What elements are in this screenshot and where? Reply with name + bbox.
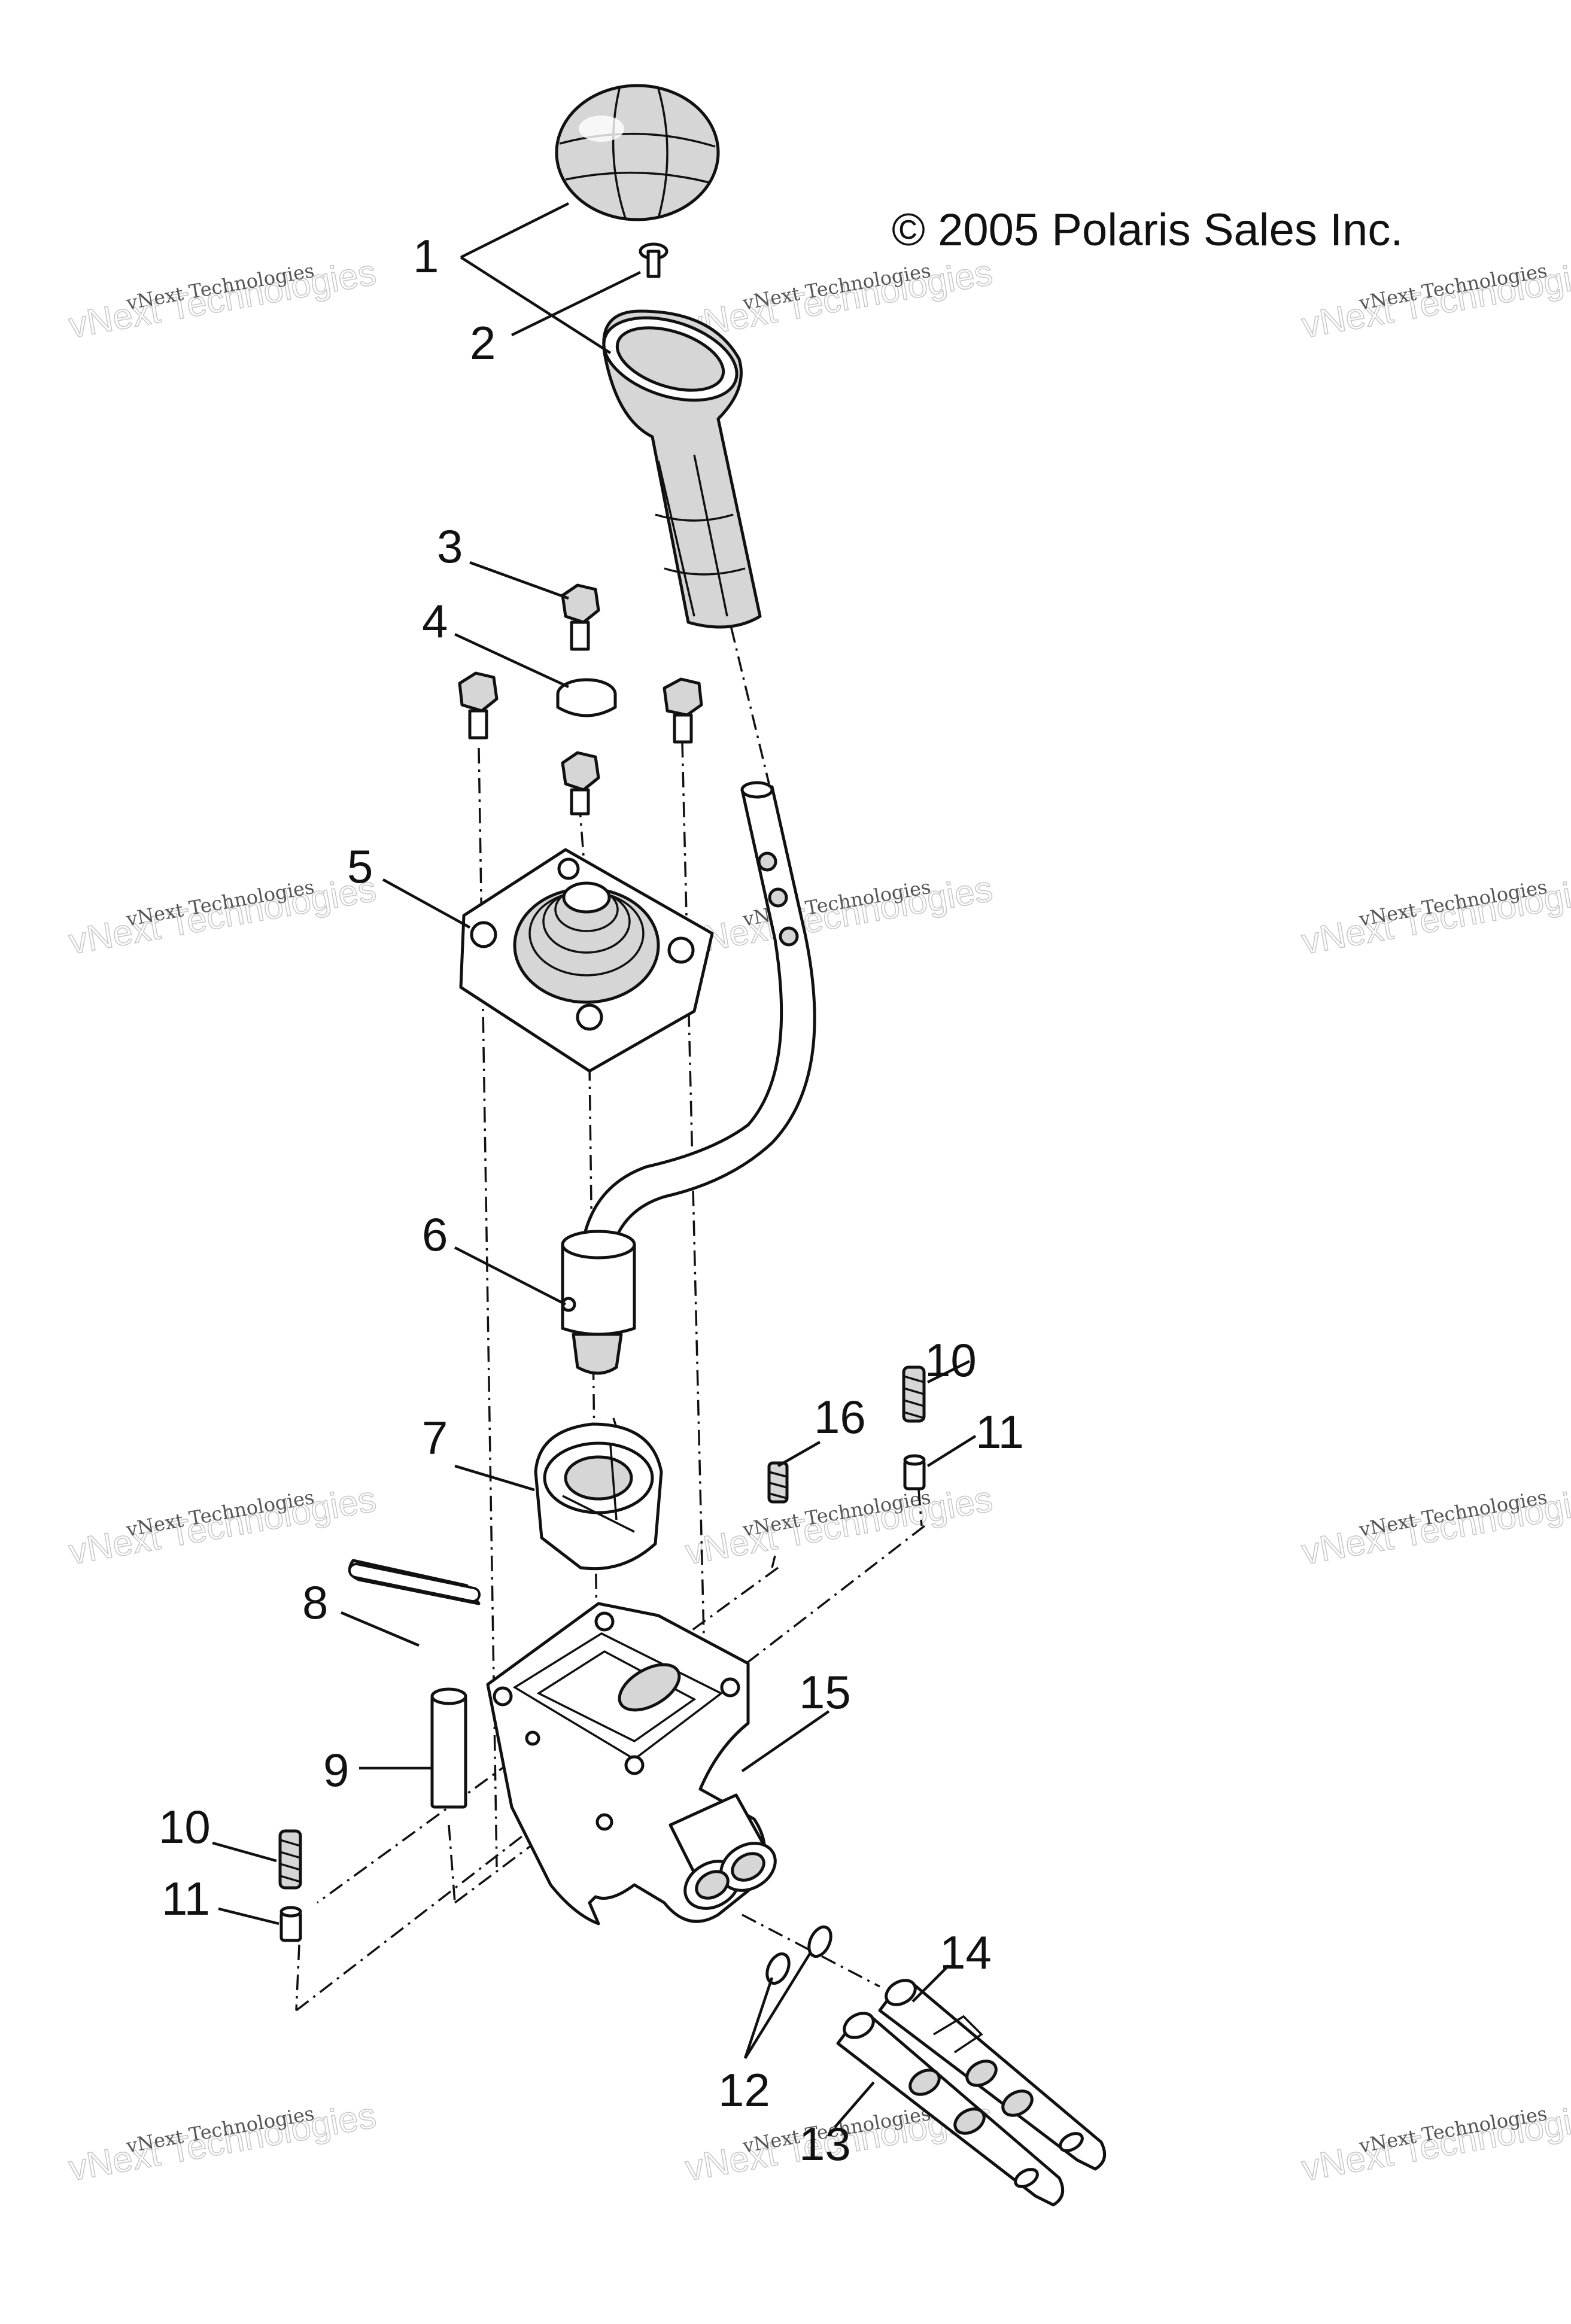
callout-label: 2 bbox=[470, 317, 496, 369]
shift-rail-13 bbox=[836, 2012, 1065, 2207]
callout-label: 15 bbox=[799, 1666, 851, 1718]
roll-pin bbox=[348, 1559, 481, 1605]
dowel-pin bbox=[430, 1687, 467, 1809]
callout-label: 11 bbox=[976, 1406, 1024, 1458]
callout-label: 10 bbox=[159, 1800, 211, 1853]
detent-plunger bbox=[279, 1906, 302, 1942]
watermark-outline-text: vNext Technologies bbox=[682, 252, 995, 345]
watermark-outline-text: vNext Technologies bbox=[682, 868, 995, 962]
flange-bolt bbox=[663, 677, 703, 744]
callout-label: 13 bbox=[799, 2118, 851, 2170]
callout-label: 16 bbox=[814, 1391, 866, 1443]
shift-rail-14 bbox=[878, 1979, 1107, 2171]
shift-pivot-ball bbox=[534, 1422, 663, 1571]
detent-spring bbox=[902, 1365, 926, 1423]
shift-boot-plate bbox=[459, 848, 714, 1073]
flange-bolt bbox=[458, 671, 499, 740]
shift-knob bbox=[555, 84, 720, 221]
watermark-outline-text: vNext Technologies bbox=[66, 2095, 379, 2188]
callout-label: 11 bbox=[162, 1872, 210, 1925]
shift-lever bbox=[561, 781, 816, 1375]
leader-lines bbox=[212, 202, 977, 2128]
callout-label: 7 bbox=[422, 1412, 448, 1464]
callout-label: 5 bbox=[347, 840, 373, 893]
callout-label: 8 bbox=[302, 1576, 328, 1629]
flange-bolt bbox=[561, 583, 600, 651]
callout-label: 3 bbox=[437, 520, 463, 573]
copyright-text: © 2005 Polaris Sales Inc. bbox=[892, 205, 1403, 255]
callout-labels: 1 2 3 4 5 6 7 8 9 10 11 16 15 10 11 12 1… bbox=[159, 230, 1024, 2170]
detent-plunger bbox=[903, 1454, 926, 1490]
o-ring bbox=[765, 1925, 832, 1985]
callout-label: 12 bbox=[718, 2064, 770, 2116]
callout-label: 6 bbox=[422, 1208, 448, 1261]
set-screw bbox=[767, 1461, 789, 1504]
callout-label: 4 bbox=[422, 595, 448, 647]
shift-housing bbox=[486, 1602, 777, 1925]
bushing-ring bbox=[556, 678, 617, 717]
watermark-outline-text: vNext Technologies bbox=[66, 868, 379, 962]
detent-spring bbox=[278, 1829, 302, 1890]
flange-bolt bbox=[561, 751, 600, 816]
watermark-outline-text: vNext Technologies bbox=[66, 252, 379, 345]
callout-label: 1 bbox=[413, 230, 439, 282]
watermark-outline-text: vNext Technologies bbox=[66, 1479, 379, 1572]
callout-label: 9 bbox=[323, 1744, 349, 1796]
watermark-outline-text: vNext Technologies bbox=[682, 1479, 995, 1572]
shift-boot bbox=[602, 309, 762, 629]
knob-screw bbox=[639, 242, 668, 278]
callout-label: 14 bbox=[940, 1926, 992, 1979]
callout-label: 10 bbox=[925, 1334, 977, 1386]
